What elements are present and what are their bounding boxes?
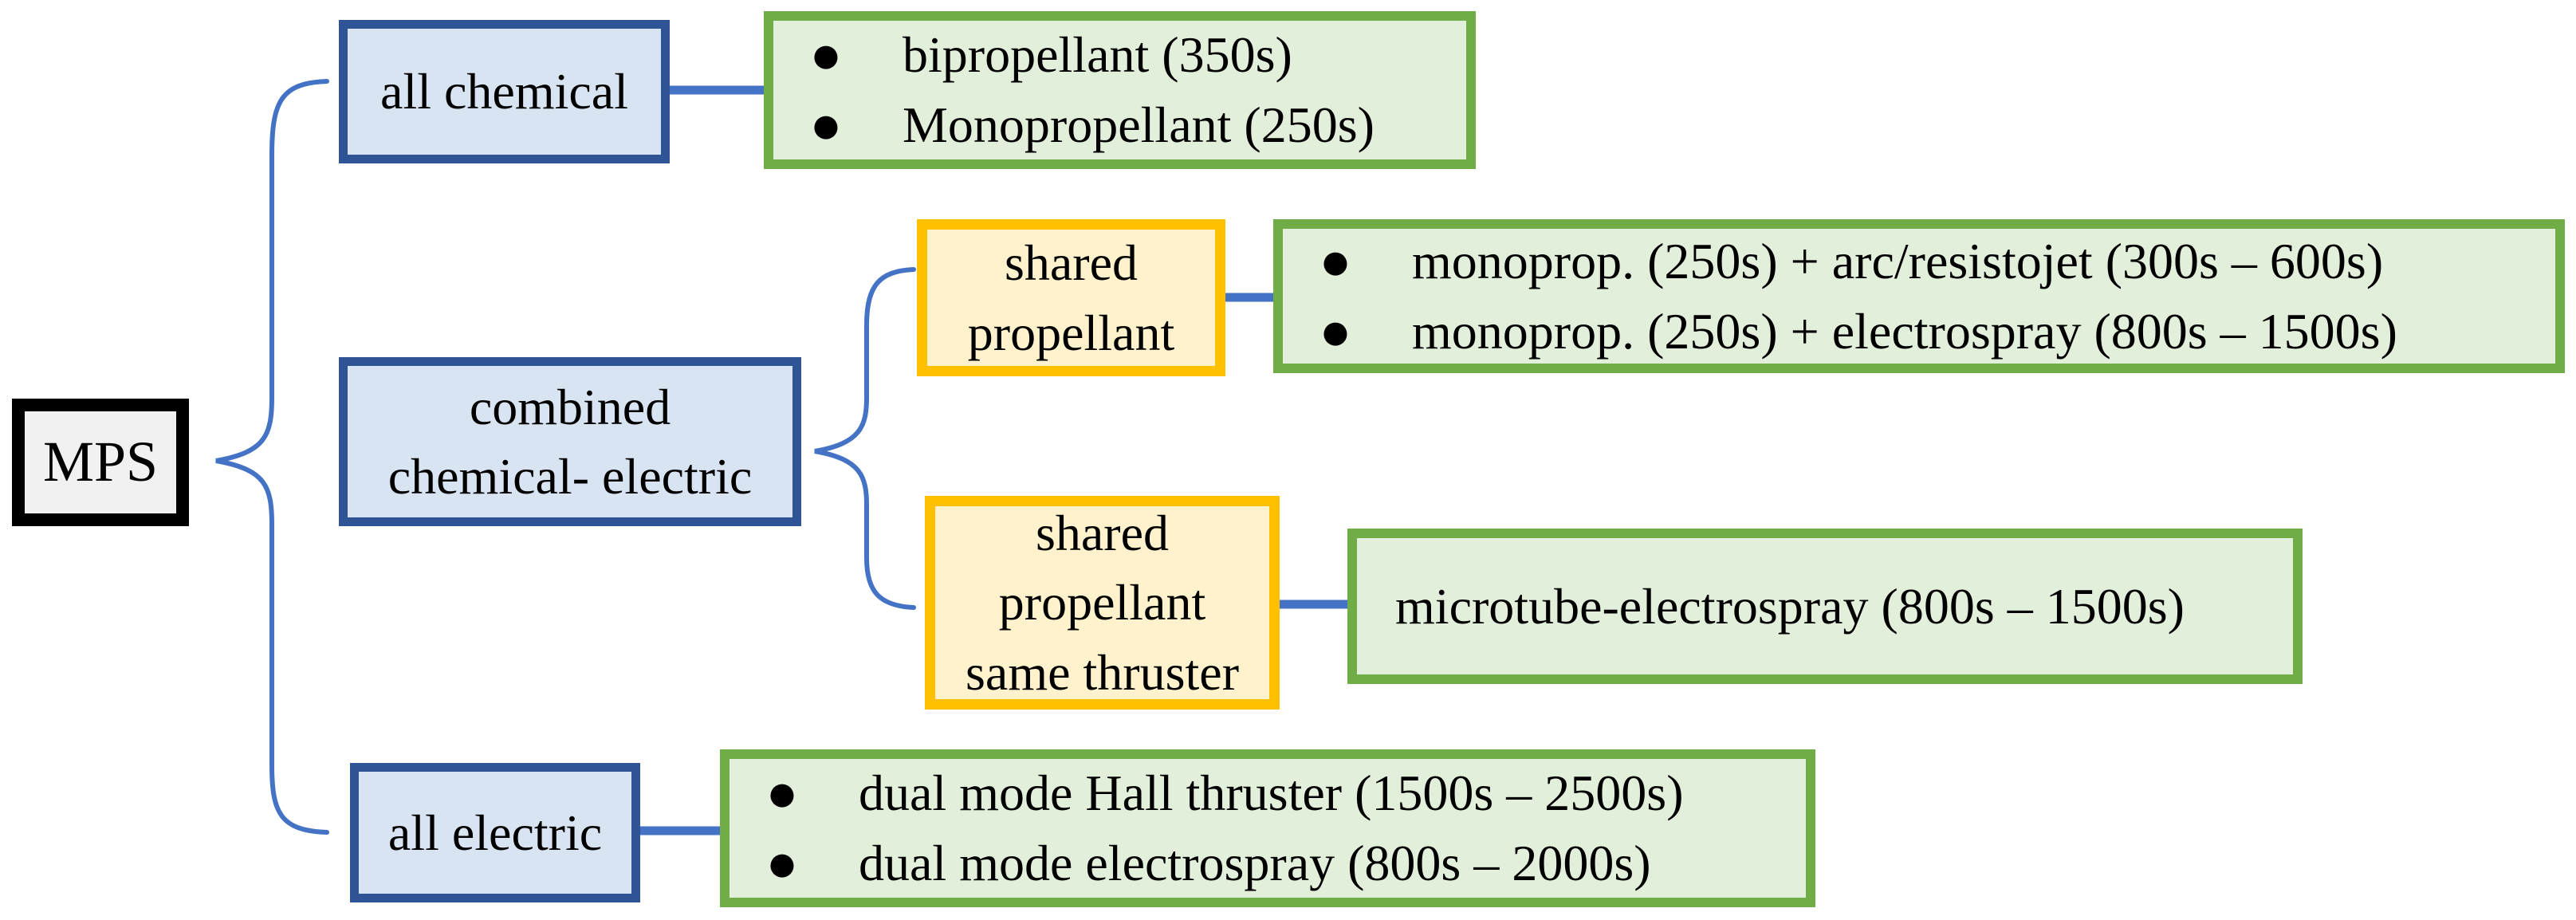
list-item: ● monoprop. (250s) + arc/resistojet (300… — [1283, 226, 2555, 297]
node-all-electric: all electric — [350, 763, 640, 902]
list-item-text: dual mode Hall thruster (1500s – 2500s) — [859, 765, 1684, 821]
node-label-line: combined — [469, 378, 671, 435]
node-label: all electric — [387, 804, 603, 861]
bullet-icon: ● — [769, 776, 796, 811]
bullet-icon: ● — [769, 846, 796, 881]
node-shared-propellant-same-thruster: shared propellant same thruster — [925, 496, 1280, 710]
list-item: microtube-electrospray (800s – 1500s) — [1357, 572, 2293, 642]
root-node-mps: MPS — [12, 399, 189, 526]
node-all-chemical: all chemical — [339, 20, 670, 163]
node-label-line: shared — [1035, 505, 1170, 562]
brace-mps-branches — [215, 79, 329, 835]
leaf-shared-propellant-list: ● monoprop. (250s) + arc/resistojet (300… — [1273, 219, 2565, 373]
brace-combined-children — [814, 267, 916, 610]
root-node-label: MPS — [42, 430, 159, 494]
node-label-line: shared — [1004, 234, 1139, 292]
list-item-text: monoprop. (250s) + electrospray (800s – … — [1412, 302, 2397, 360]
list-item-text: Monopropellant (250s) — [903, 96, 1375, 153]
leaf-microtube-electrospray: microtube-electrospray (800s – 1500s) — [1347, 529, 2303, 684]
node-shared-propellant: shared propellant — [917, 219, 1225, 376]
list-item: ● dual mode electrospray (800s – 2000s) — [730, 828, 1806, 898]
list-item-text: dual mode electrospray (800s – 2000s) — [859, 835, 1651, 891]
node-label-line: same thruster — [966, 643, 1239, 701]
list-item: ● monoprop. (250s) + electrospray (800s … — [1283, 297, 2555, 367]
list-item: ● dual mode Hall thruster (1500s – 2500s… — [730, 758, 1806, 828]
leaf-all-chemical-list: ● bipropellant (350s) ● Monopropellant (… — [764, 11, 1476, 169]
node-label-line: chemical- electric — [387, 448, 753, 505]
bullet-icon: ● — [1322, 243, 1349, 279]
bullet-icon: ● — [1322, 313, 1349, 349]
bullet-icon: ● — [812, 37, 840, 73]
node-label-line: propellant — [998, 574, 1206, 631]
list-item-text: bipropellant (350s) — [903, 26, 1292, 83]
node-combined-chemical-electric: combined chemical- electric — [339, 357, 801, 526]
list-item: ● bipropellant (350s) — [773, 20, 1466, 90]
leaf-all-electric-list: ● dual mode Hall thruster (1500s – 2500s… — [720, 749, 1815, 907]
list-item-text: monoprop. (250s) + arc/resistojet (300s … — [1412, 232, 2384, 289]
list-item-text: microtube-electrospray (800s – 1500s) — [1395, 577, 2185, 635]
list-item: ● Monopropellant (250s) — [773, 90, 1466, 160]
bullet-icon: ● — [812, 108, 840, 143]
node-label: all chemical — [380, 63, 628, 120]
node-label-line: propellant — [967, 304, 1175, 361]
